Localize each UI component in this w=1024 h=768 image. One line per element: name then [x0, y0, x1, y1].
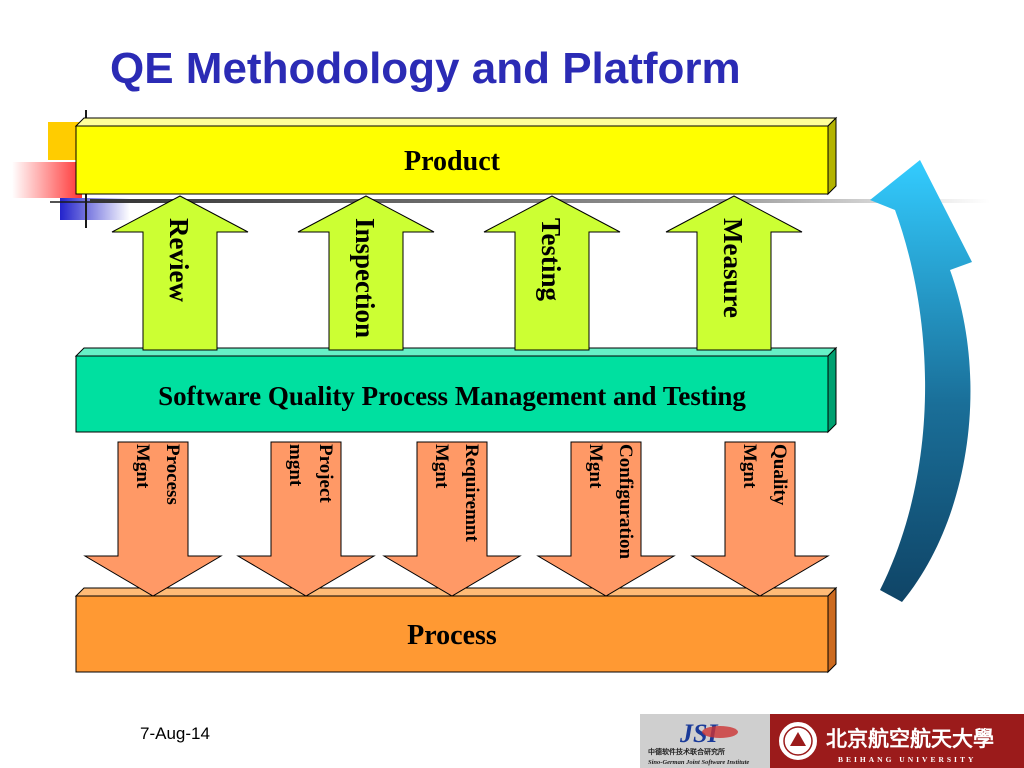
- slide-date: 7-Aug-14: [140, 724, 210, 743]
- up-arrow-label: Testing: [536, 218, 566, 302]
- up-arrow-measure: Measure: [665, 195, 803, 351]
- feedback-curved-arrow: [870, 160, 972, 602]
- down-arrow-label: Project: [315, 444, 336, 503]
- sqpm-label: Software Quality Process Management and …: [158, 381, 746, 411]
- diagram: Process Process Mgnt Project mgnt Requiremnt…: [74, 116, 972, 674]
- jsi-text-cn: 中德软件技术联合研究所: [648, 747, 725, 756]
- up-arrow-inspection: Inspection: [297, 195, 435, 351]
- down-arrow-label: Quality: [769, 444, 790, 506]
- up-arrow-review: Review: [111, 195, 249, 351]
- down-arrow-label: Requiremnt: [461, 444, 482, 542]
- down-arrow-configuration: Configuration Mgnt: [536, 441, 676, 597]
- divider-line: [90, 199, 990, 203]
- down-arrow-quality: Quality Mgnt: [690, 441, 830, 597]
- down-arrow-process: Process Mgnt: [83, 441, 223, 597]
- down-arrow-label: mgnt: [285, 444, 306, 487]
- down-arrow-label: Configuration: [615, 444, 636, 560]
- up-arrow-label: Measure: [718, 218, 748, 318]
- beihang-name-en: BEIHANG UNIVERSITY: [838, 755, 976, 764]
- up-arrow-label: Review: [164, 218, 194, 302]
- corner-decoration: [12, 110, 130, 228]
- sqpm-box: Software Quality Process Management and …: [74, 346, 838, 434]
- product-box: Product: [74, 116, 838, 196]
- up-arrow-label: Inspection: [350, 218, 380, 338]
- down-arrow-label: Mgnt: [132, 444, 153, 489]
- process-box: Process: [74, 586, 838, 674]
- down-arrow-label: Mgnt: [585, 444, 606, 489]
- down-arrow-label: Mgnt: [431, 444, 452, 489]
- jsi-text-en: Sino-German Joint Software Institute: [648, 759, 749, 766]
- process-label: Process: [407, 620, 497, 651]
- jsi-logo-swoosh: [702, 726, 738, 738]
- down-arrow-requiremnt: Requiremnt Mgnt: [382, 441, 522, 597]
- beihang-name-cn: 北京航空航天大學: [826, 727, 994, 751]
- down-arrow-label: Mgnt: [739, 444, 760, 489]
- product-label: Product: [404, 146, 501, 177]
- slide-title: QE Methodology and Platform: [110, 44, 741, 93]
- up-arrows: Review Inspection Testing Measure: [111, 195, 803, 351]
- down-arrow-project: Project mgnt: [236, 441, 376, 597]
- down-arrow-label: Process: [162, 444, 183, 505]
- footer-logos: JSI 中德软件技术联合研究所 Sino-German Joint Softwa…: [640, 714, 1024, 768]
- up-arrow-testing: Testing: [483, 195, 621, 351]
